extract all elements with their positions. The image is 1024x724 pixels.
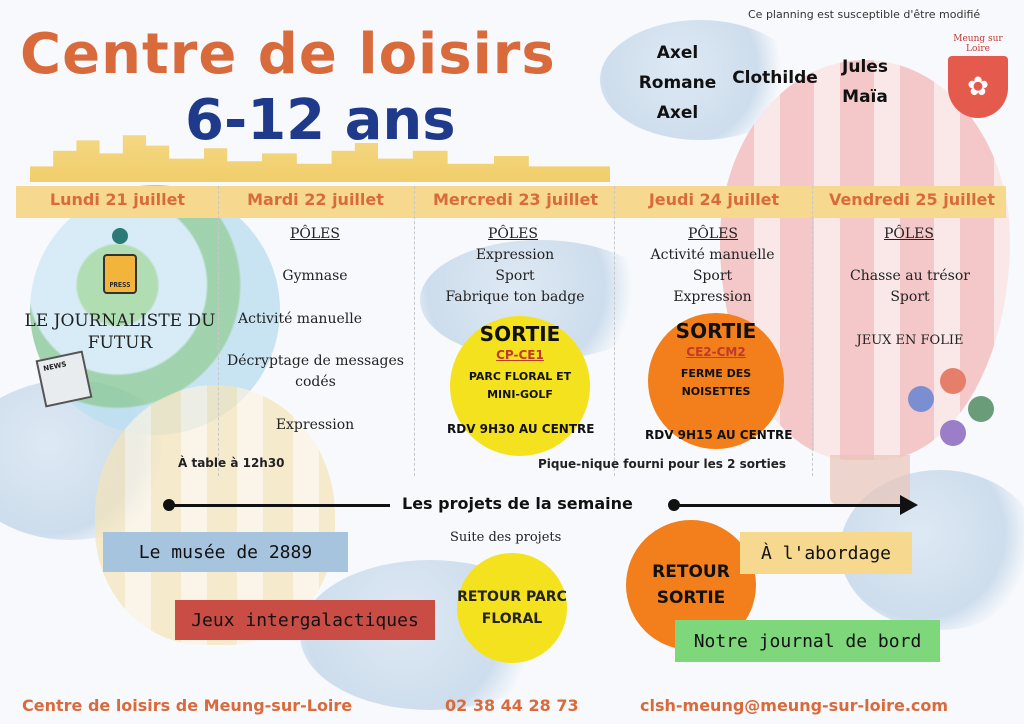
arrow-line [674, 504, 904, 507]
friday-extra: JEUX EN FOLIE [856, 333, 964, 348]
picnic-note: Pique-nique fourni pour les 2 sorties [538, 457, 787, 471]
column-divider [414, 186, 415, 476]
column-divider [614, 186, 615, 476]
friday-activity: Chasse au trésor [850, 268, 970, 284]
friday-poles-label: PÔLES [883, 226, 934, 242]
tuesday-activity: Décryptage de messages codés [227, 353, 404, 390]
day-header-thursday: Jeudi 24 juillet [648, 190, 780, 209]
planning-note: Ce planning est susceptible d'être modif… [748, 8, 981, 21]
project-tag-abordage: À l'abordage [740, 532, 912, 574]
arrow-head-icon [900, 495, 918, 515]
wednesday-activity: Fabrique ton badge [445, 289, 585, 305]
thursday-activity: Sport [692, 268, 733, 284]
column-divider [812, 186, 813, 476]
name: Romane [638, 73, 717, 93]
meal-time: À table à 12h30 [178, 456, 285, 470]
day-header-tuesday: Mardi 22 juillet [247, 190, 384, 209]
tuesday-activity: Activité manuelle [238, 311, 362, 327]
sortie-place: PARC FLORAL ET MINI-GOLF [468, 370, 572, 401]
monday-theme: LE JOURNALISTE DU FUTUR [24, 311, 216, 353]
friday-activity: Sport [890, 289, 930, 305]
press-badge-icon: PRESS [103, 228, 137, 298]
flower-shield-icon: ✿ [948, 56, 1008, 118]
tuesday-activity: Gymnase [282, 268, 348, 284]
tuesday-poles-label: PÔLES [289, 226, 340, 242]
projects-heading: Les projets de la semaine [402, 494, 633, 513]
footer-name: Centre de loisirs de Meung-sur-Loire [22, 696, 353, 715]
name: Axel [656, 43, 699, 63]
footer-phone: 02 38 44 28 73 [445, 696, 579, 715]
names-column-1: Axel Romane Axel [630, 38, 725, 128]
thursday-activity: Expression [673, 289, 752, 305]
sortie-place: FERME DES NOISETTES [680, 367, 752, 398]
name: Axel [656, 103, 699, 123]
thursday-activity: Activité manuelle [650, 247, 775, 263]
newspaper-icon: NEWS [35, 350, 93, 408]
tuesday-activity: Expression [275, 417, 355, 433]
page-title: Centre de loisirs [20, 22, 556, 87]
thursday-poles-label: PÔLES [687, 226, 738, 242]
wednesday-sortie-circle: SORTIE CP-CE1 PARC FLORAL ET MINI-GOLF [450, 316, 590, 456]
balloon-basket-illustration [830, 455, 910, 505]
wednesday-poles-label: PÔLES [487, 226, 538, 242]
logo-text: Meung sur Loire [953, 34, 1003, 54]
town-logo: Meung sur Loire ✿ [944, 34, 1012, 118]
names-column-2: Clothilde [732, 68, 818, 88]
arrow-line [170, 504, 390, 507]
retour-parc-circle: RETOUR PARC FLORAL [457, 553, 567, 663]
wednesday-activity: Sport [495, 268, 535, 284]
name: Maïa [842, 87, 888, 107]
day-header-monday: Lundi 21 juillet [49, 190, 186, 209]
names-column-3: Jules Maïa [830, 52, 900, 112]
thursday-sortie-circle: SORTIE CE2-CM2 FERME DES NOISETTES [648, 313, 784, 449]
day-header-friday: Vendredi 25 juillet [828, 190, 996, 209]
sortie-title: SORTIE [675, 319, 757, 343]
projects-suite: Suite des projets [450, 530, 562, 545]
day-header-wednesday: Mercredi 23 juillet [432, 190, 599, 209]
sortie-group: CP-CE1 [496, 348, 544, 362]
footer-email[interactable]: clsh-meung@meung-sur-loire.com [640, 696, 949, 715]
sortie-group: CE2-CM2 [686, 345, 746, 359]
column-divider [218, 186, 219, 476]
wednesday-rdv: RDV 9H30 AU CENTRE [447, 422, 595, 436]
days-header-band [16, 186, 1006, 218]
sortie-title: SORTIE [479, 322, 561, 346]
thursday-rdv: RDV 9H15 AU CENTRE [645, 428, 793, 442]
wednesday-activity: Expression [475, 247, 555, 263]
page-subtitle: 6-12 ans [185, 88, 456, 153]
project-tag-musee: Le musée de 2889 [103, 532, 348, 572]
arrow-start-dot [163, 499, 175, 511]
project-tag-jeux: Jeux intergalactiques [175, 600, 435, 640]
name: Jules [842, 57, 888, 77]
children-illustration [900, 368, 1010, 463]
project-tag-journal: Notre journal de bord [675, 620, 940, 662]
